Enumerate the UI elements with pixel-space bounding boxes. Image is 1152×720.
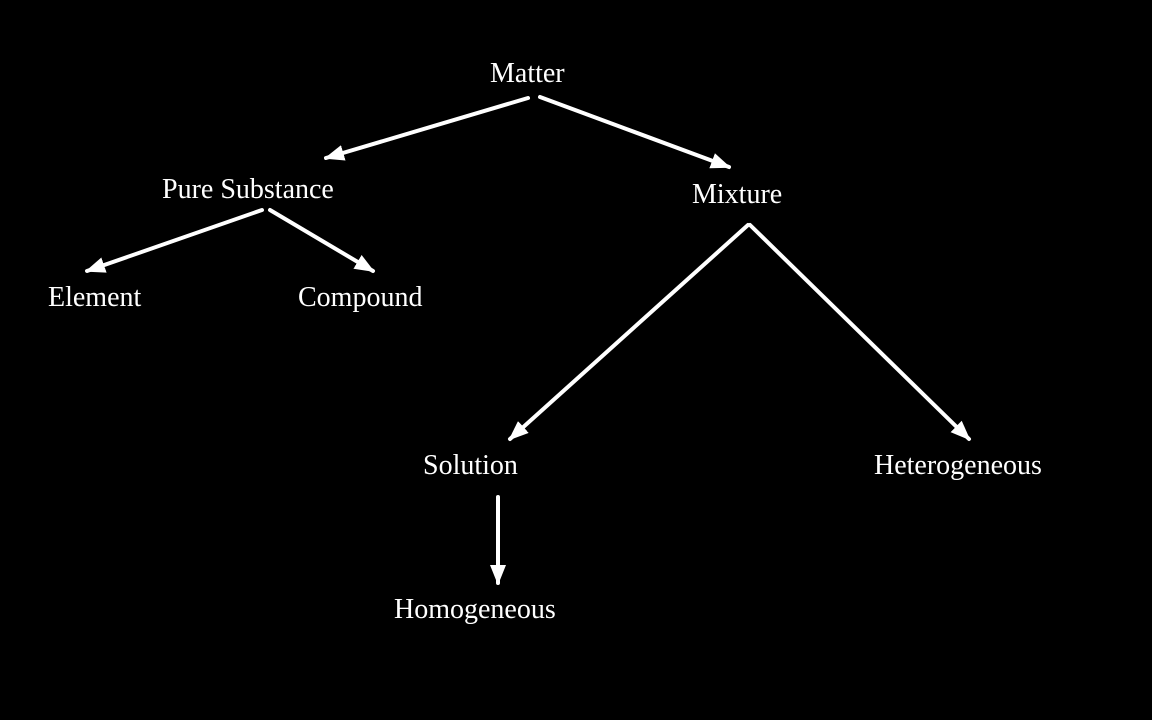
node-homogeneous: Homogeneous <box>394 594 556 625</box>
node-compound: Compound <box>298 282 423 313</box>
arrow-mixture-to-heterogeneous <box>748 223 971 441</box>
node-pure-substance: Pure Substance <box>162 174 334 205</box>
arrow-matter-to-pure-substance <box>324 96 530 161</box>
arrow-mixture-to-solution <box>508 223 750 441</box>
node-heterogeneous: Heterogeneous <box>874 450 1042 481</box>
arrow-pure-substance-to-compound <box>268 208 375 273</box>
arrow-matter-to-mixture <box>538 95 731 169</box>
node-matter: Matter <box>490 58 565 89</box>
arrow-pure-substance-to-element <box>85 208 264 273</box>
node-mixture: Mixture <box>692 179 783 210</box>
node-element: Element <box>48 282 142 313</box>
node-solution: Solution <box>423 450 518 481</box>
